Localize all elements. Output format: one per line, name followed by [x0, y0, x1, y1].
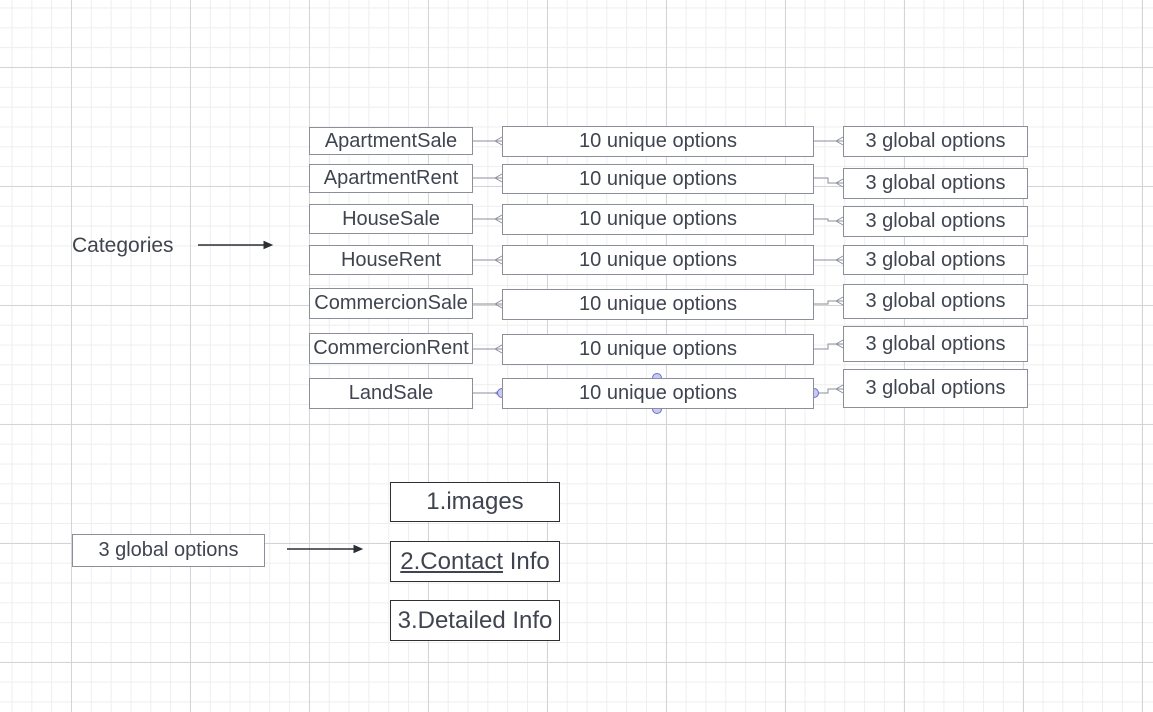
global-options-box[interactable]: 3 global options — [843, 326, 1028, 362]
global-connector — [814, 177, 843, 184]
global-options-box[interactable]: 3 global options — [843, 168, 1028, 199]
category-box-apartmentsale[interactable]: ApartmentSale — [309, 127, 473, 155]
unique-options-box[interactable]: 10 unique options — [502, 164, 814, 194]
global-options-box[interactable]: 3 global options — [843, 206, 1028, 237]
crowfoot-marker — [835, 178, 844, 188]
category-box-commercionsale[interactable]: CommercionSale — [309, 288, 473, 319]
unique-options-box[interactable]: 10 unique options — [502, 378, 814, 409]
arrow-head — [353, 544, 364, 554]
detailed-info-option-box[interactable]: 3.Detailed Info — [390, 600, 560, 641]
crowfoot-marker — [835, 255, 844, 265]
contact-info-link[interactable]: 2.Contact — [400, 547, 504, 575]
crowfoot-marker — [494, 344, 503, 354]
images-option-box[interactable]: 1.images — [390, 482, 560, 522]
category-box-houserent[interactable]: HouseRent — [309, 245, 473, 275]
global-options-box[interactable]: 3 global options — [843, 369, 1028, 408]
crowfoot-marker — [494, 255, 503, 265]
crowfoot-marker — [494, 173, 503, 183]
crowfoot-marker — [494, 214, 503, 224]
global-connector — [814, 218, 843, 222]
crowfoot-marker — [835, 339, 844, 349]
unique-options-box[interactable]: 10 unique options — [502, 334, 814, 365]
crowfoot-marker — [835, 136, 844, 146]
crowfoot-marker — [835, 216, 844, 226]
crowfoot-marker — [494, 299, 503, 309]
unique-options-box[interactable]: 10 unique options — [502, 204, 814, 235]
category-box-housesale[interactable]: HouseSale — [309, 204, 473, 234]
global-options-box[interactable]: 3 global options — [843, 245, 1028, 275]
category-box-apartmentrent[interactable]: ApartmentRent — [309, 164, 473, 193]
category-box-landsale[interactable]: LandSale — [309, 378, 473, 409]
global-options-box[interactable]: 3 global options — [843, 126, 1028, 157]
global-connector — [814, 300, 843, 305]
unique-options-box[interactable]: 10 unique options — [502, 289, 814, 320]
categories-label[interactable]: Categories — [72, 234, 174, 257]
global-connector — [814, 343, 843, 350]
unique-options-box[interactable]: 10 unique options — [502, 126, 814, 157]
crowfoot-marker — [835, 296, 844, 306]
category-box-commercionrent[interactable]: CommercionRent — [309, 333, 473, 364]
global-connector — [814, 388, 843, 394]
contact-info-text: Info — [509, 547, 550, 575]
crowfoot-marker — [494, 136, 503, 146]
global-options-source-box[interactable]: 3 global options — [72, 534, 265, 567]
crowfoot-marker — [494, 388, 503, 398]
arrow-head — [263, 240, 274, 250]
crowfoot-marker — [835, 384, 844, 394]
unique-options-box[interactable]: 10 unique options — [502, 245, 814, 275]
contact-info-option-box[interactable]: 2.Contact Info — [390, 541, 560, 582]
global-options-box[interactable]: 3 global options — [843, 284, 1028, 319]
